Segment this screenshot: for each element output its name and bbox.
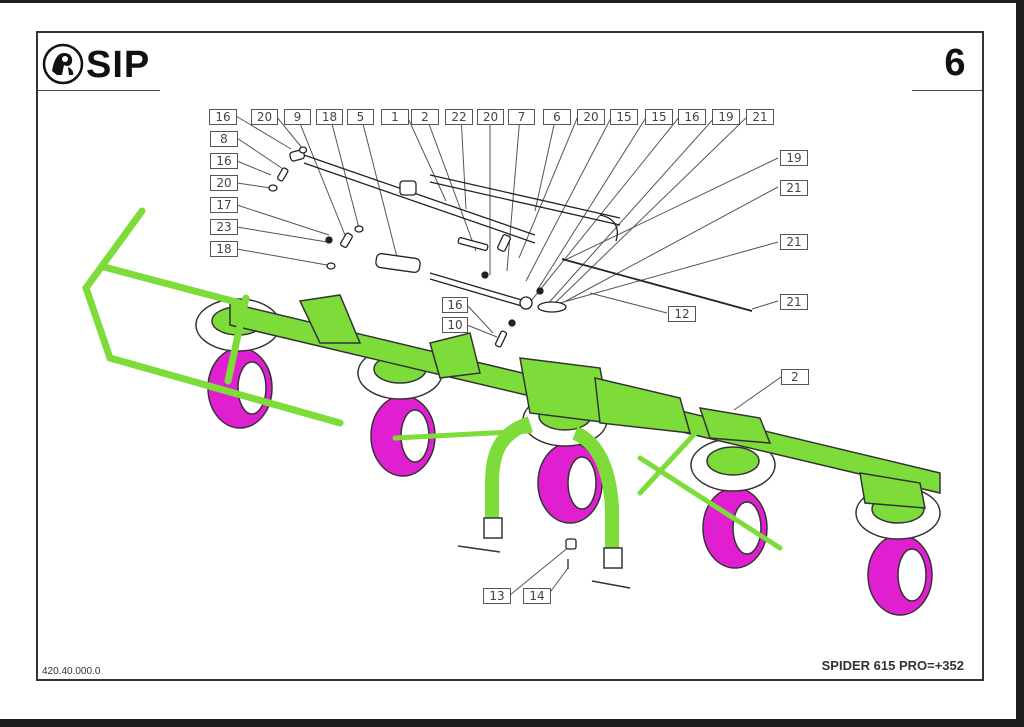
callout-23: 23 — [210, 219, 238, 235]
exploded-parts — [268, 146, 753, 569]
callout-16c: 16 — [210, 153, 238, 169]
cross-bars — [392, 425, 783, 551]
parts-sheet: SIP 6 — [0, 3, 1016, 719]
callout-20c: 20 — [577, 109, 605, 125]
callout-18b: 18 — [210, 241, 238, 257]
callout-13: 13 — [483, 588, 511, 604]
brand-name: SIP — [86, 44, 151, 86]
page-number: 6 — [944, 42, 966, 84]
callout-16: 16 — [209, 109, 237, 125]
header-divider-left — [38, 90, 160, 91]
callout-19: 19 — [712, 109, 740, 125]
callout-21b: 21 — [780, 180, 808, 196]
exploded-view-drawing — [82, 115, 941, 616]
callout-21: 21 — [746, 109, 774, 125]
callout-14: 14 — [523, 588, 551, 604]
callout-21d: 21 — [780, 294, 808, 310]
callout-12: 12 — [668, 306, 696, 322]
leader-lines — [235, 115, 782, 596]
callout-1: 1 — [381, 109, 409, 125]
callout-7: 7 — [508, 109, 535, 125]
callout-2b: 2 — [781, 369, 809, 385]
callout-2: 2 — [411, 109, 439, 125]
callout-16b: 16 — [678, 109, 706, 125]
callout-6: 6 — [543, 109, 571, 125]
callout-15b: 15 — [645, 109, 673, 125]
callout-20b: 20 — [477, 109, 504, 125]
callout-16d: 16 — [442, 297, 468, 313]
callout-9: 9 — [284, 109, 311, 125]
document-code: 420.40.000.0 — [42, 666, 101, 677]
callout-19b: 19 — [780, 150, 808, 166]
callout-10: 10 — [442, 317, 468, 333]
callout-5: 5 — [347, 109, 374, 125]
left-guard-bar — [82, 207, 344, 427]
callout-20: 20 — [251, 109, 278, 125]
callout-18: 18 — [316, 109, 343, 125]
rake-frame — [82, 207, 941, 616]
callout-21c: 21 — [780, 234, 808, 250]
sip-logo: SIP — [42, 43, 162, 87]
model-title: SPIDER 615 PRO=+352 — [821, 658, 964, 673]
sip-emblem-icon — [42, 43, 84, 85]
callout-15: 15 — [610, 109, 638, 125]
page-frame — [36, 31, 984, 681]
chassis-legs — [485, 416, 619, 548]
header-divider-right — [912, 90, 982, 91]
callout-22: 22 — [445, 109, 473, 125]
leg-feet — [457, 517, 631, 589]
callout-17: 17 — [210, 197, 238, 213]
callout-20d: 20 — [210, 175, 238, 191]
callout-8: 8 — [210, 131, 238, 147]
